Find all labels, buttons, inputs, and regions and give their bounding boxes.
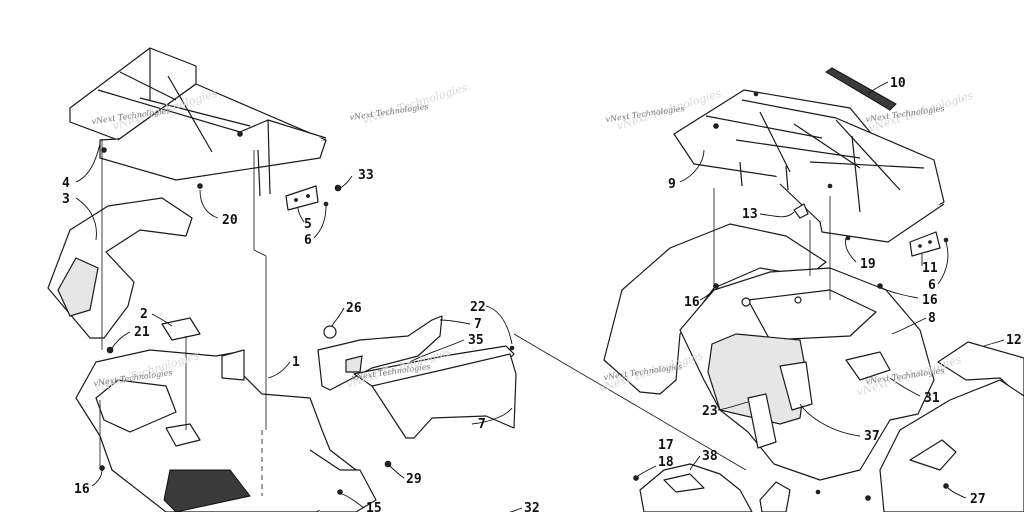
callout-1: 1 [292, 355, 300, 370]
callout-9: 9 [668, 177, 676, 192]
callout-5: 5 [304, 217, 312, 232]
front-body-panel [75, 349, 377, 512]
flap-23 [747, 393, 777, 449]
panel-38 [639, 463, 753, 512]
callout-38: 38 [702, 449, 718, 464]
callout-31: 31 [924, 391, 940, 406]
rear-fender [603, 223, 935, 481]
front-fender-left [47, 197, 193, 339]
leader-lines [75, 81, 1005, 512]
callouts: 4 3 20 33 5 6 2 21 1 16 29 15 26 22 7 35… [62, 76, 1022, 512]
bolt-17 [633, 475, 639, 481]
bolt-27a [865, 495, 871, 501]
callout-23: 23 [702, 404, 718, 419]
callout-17: 17 [658, 438, 674, 453]
callout-12: 12 [1006, 333, 1022, 348]
callout-11: 11 [922, 261, 938, 276]
callout-22: 22 [470, 300, 486, 315]
callout-6: 6 [304, 233, 312, 248]
callout-16: 16 [684, 295, 700, 310]
callout-4: 4 [62, 176, 70, 191]
rear-rack [673, 89, 945, 243]
callout-16: 16 [74, 482, 90, 497]
callout-35: 35 [468, 333, 484, 348]
side-panel-7-lower [371, 353, 517, 439]
side-panel-12 [879, 341, 1024, 512]
callout-18: 18 [658, 455, 674, 470]
callout-27: 27 [970, 492, 986, 507]
bolt-6-right [943, 237, 949, 243]
callout-15: 15 [366, 501, 382, 512]
nut-29 [384, 460, 392, 468]
grommet-21 [106, 346, 114, 354]
bolt-lower [815, 489, 821, 495]
bolt-22 [509, 345, 515, 351]
callout-7: 7 [474, 317, 482, 332]
callout-21: 21 [134, 325, 150, 340]
bolt-27b [943, 483, 949, 489]
bolt-6 [323, 201, 329, 207]
callout-6: 6 [928, 278, 936, 293]
bracket-5 [285, 185, 319, 211]
callout-20: 20 [222, 213, 238, 228]
callout-26: 26 [346, 301, 362, 316]
callout-33: 33 [358, 168, 374, 183]
clip-13 [793, 203, 809, 219]
bolt-16-left [99, 465, 105, 471]
callout-16: 16 [922, 293, 938, 308]
screw-15 [337, 489, 343, 495]
callout-3: 3 [62, 192, 70, 207]
decal-2 [161, 317, 201, 341]
callout-10: 10 [890, 76, 906, 91]
callout-19: 19 [860, 257, 876, 272]
bracket-lower [759, 481, 791, 512]
bolt-16-center [713, 283, 719, 289]
callout-29: 29 [406, 472, 422, 487]
callout-8: 8 [928, 311, 936, 326]
callout-32: 32 [524, 501, 540, 512]
nut-33 [334, 184, 342, 192]
bracket-11 [909, 231, 941, 257]
side-panel-7-upper [317, 315, 443, 391]
callout-7: 7 [478, 417, 486, 432]
callout-2: 2 [140, 307, 148, 322]
bolt-16-right [877, 283, 883, 289]
grip-bar-10 [825, 67, 897, 111]
ring-26 [323, 325, 337, 339]
front-rack-left [69, 47, 327, 197]
callout-37: 37 [864, 429, 880, 444]
callout-13: 13 [742, 207, 758, 222]
